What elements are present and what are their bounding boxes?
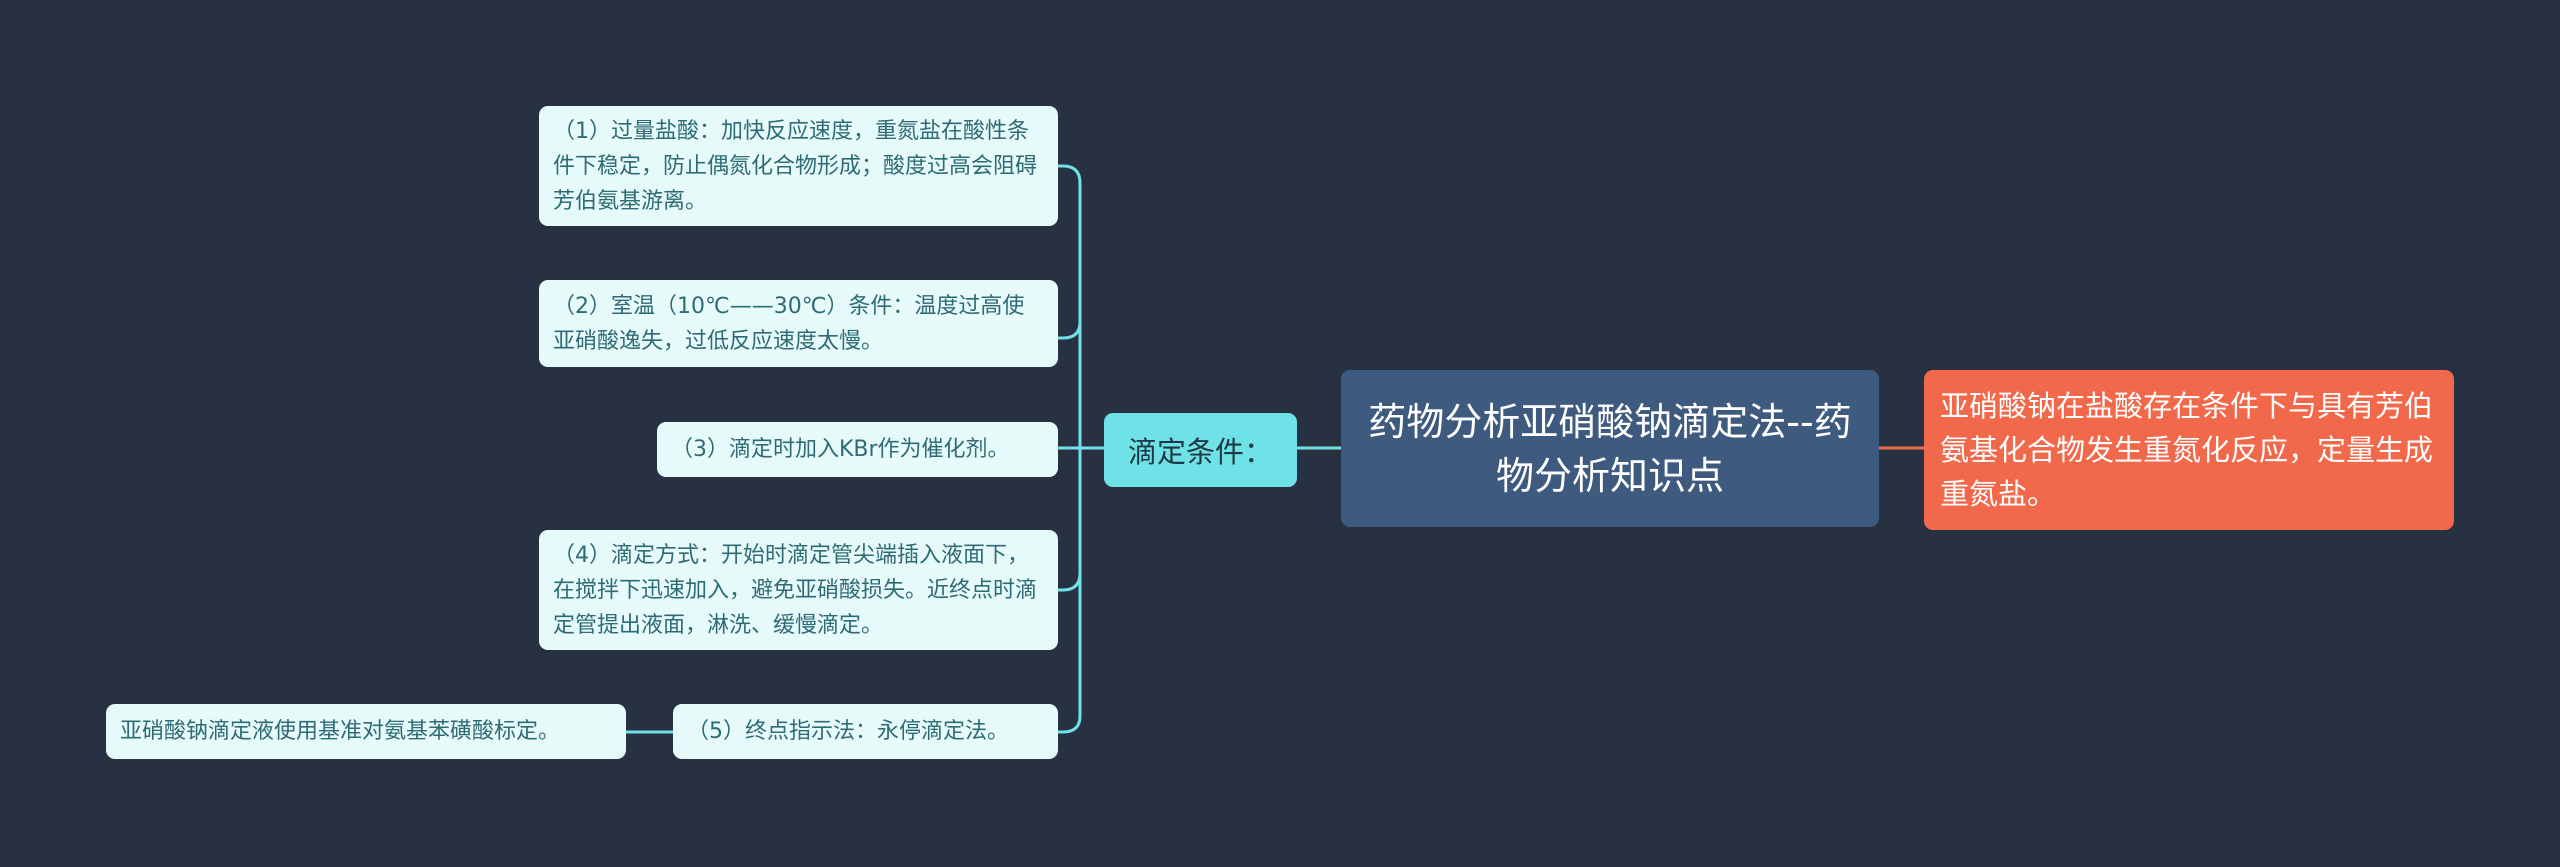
condition-node-1[interactable]: （1）过量盐酸：加快反应速度，重氮盐在酸性条件下稳定，防止偶氮化合物形成；酸度过…: [539, 106, 1058, 226]
connector-condition-4: [1058, 448, 1082, 592]
description-text: 亚硝酸钠在盐酸存在条件下与具有芳伯氨基化合物发生重氮化反应，定量生成重氮盐。: [1940, 389, 2434, 511]
branch-titration-conditions[interactable]: 滴定条件：: [1104, 413, 1297, 487]
root-topic[interactable]: 药物分析亚硝酸钠滴定法--药物分析知识点: [1341, 370, 1879, 527]
condition-text: （1）过量盐酸：加快反应速度，重氮盐在酸性条件下稳定，防止偶氮化合物形成；酸度过…: [553, 118, 1038, 214]
branch-label: 滴定条件：: [1127, 435, 1273, 469]
condition-text: （2）室温（10℃——30℃）条件：温度过高使亚硝酸逸失，过低反应速度太慢。: [553, 293, 1025, 354]
condition-text: （5）终点指示法：永停滴定法。: [687, 719, 1009, 744]
condition-text: （4）滴定方式：开始时滴定管尖端插入液面下，在搅拌下迅速加入，避免亚硝酸损失。近…: [553, 542, 1038, 638]
sub-note-node[interactable]: 亚硝酸钠滴定液使用基准对氨基苯磺酸标定。: [106, 704, 626, 759]
condition-node-5[interactable]: （5）终点指示法：永停滴定法。: [673, 704, 1058, 759]
description-node[interactable]: 亚硝酸钠在盐酸存在条件下与具有芳伯氨基化合物发生重氮化反应，定量生成重氮盐。: [1924, 370, 2454, 530]
connector-condition-5: [1058, 573, 1082, 734]
root-title: 药物分析亚硝酸钠滴定法--药物分析知识点: [1368, 399, 1852, 498]
condition-node-4[interactable]: （4）滴定方式：开始时滴定管尖端插入液面下，在搅拌下迅速加入，避免亚硝酸损失。近…: [539, 530, 1058, 650]
condition-node-3[interactable]: （3）滴定时加入KBr作为催化剂。: [657, 422, 1058, 477]
condition-node-2[interactable]: （2）室温（10℃——30℃）条件：温度过高使亚硝酸逸失，过低反应速度太慢。: [539, 280, 1058, 367]
connector-condition-2: [1058, 321, 1082, 340]
sub-note-text: 亚硝酸钠滴定液使用基准对氨基苯磺酸标定。: [120, 719, 561, 744]
connector-condition-1: [1058, 164, 1082, 448]
condition-text: （3）滴定时加入KBr作为催化剂。: [671, 437, 1010, 462]
